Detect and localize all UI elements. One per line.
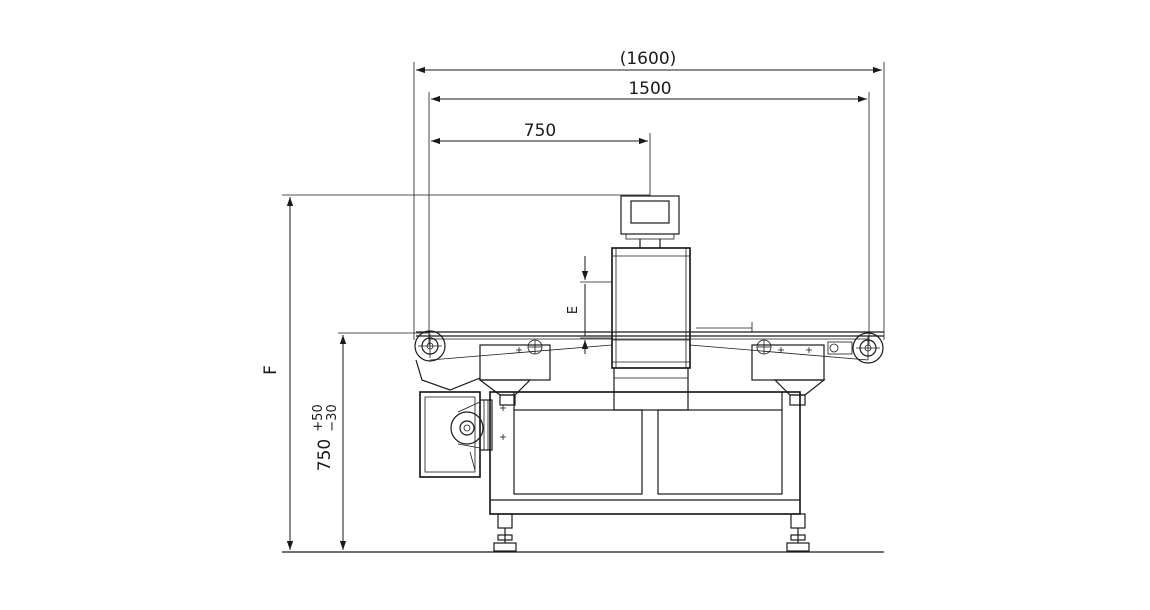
dimension-aperture-height: E: [566, 256, 612, 354]
overall-height-label: F: [261, 365, 281, 375]
metal-detector-head: [611, 247, 691, 411]
left-end-pulley: [414, 330, 446, 362]
right-conveyor-support: [751, 339, 826, 406]
main-frame: [489, 391, 801, 515]
dimension-overall-height: F: [261, 194, 650, 550]
dimension-pass-height: 750 +50 −30: [311, 332, 430, 550]
right-end-pulley: [827, 332, 884, 364]
left-leg: [493, 513, 517, 552]
dimension-overall-length: (1600): [413, 49, 885, 340]
pass-height-label: 750: [315, 439, 335, 471]
right-leg: [786, 513, 810, 552]
pass-height-tolerance-lower: −30: [325, 404, 340, 431]
conveyor-length-label: 1500: [628, 79, 671, 99]
dimension-center-offset: 750: [431, 121, 651, 196]
aperture-height-label: E: [566, 306, 581, 314]
control-display-unit: [620, 195, 680, 248]
dimension-conveyor-length: 1500: [428, 79, 870, 345]
overall-length-label: (1600): [620, 49, 677, 69]
drive-motor-box: [419, 391, 506, 478]
left-conveyor-support: [415, 339, 551, 406]
conveyor-belt: [416, 322, 884, 361]
pass-height-tolerance-upper: +50: [311, 404, 326, 431]
center-offset-label: 750: [524, 121, 556, 141]
